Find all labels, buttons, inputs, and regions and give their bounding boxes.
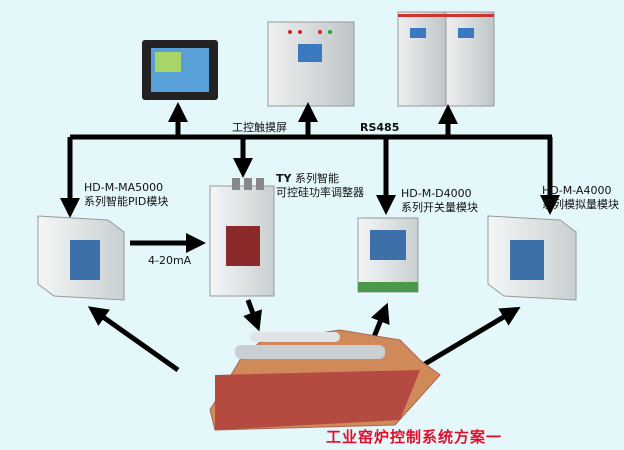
ty-line2: 可控硅功率调整器 [276,186,364,199]
ma5000-desc: 系列智能PID模块 [84,195,169,208]
touch-screen-label: 工控触摸屏 [232,121,287,134]
industrial-kiln [209,329,441,431]
pid-module-ma5000 [37,215,125,301]
diagram-title: 工业窑炉控制系统方案一 [326,428,503,446]
d4000-label: HD-M-D4000 系列开关量模块 [401,187,478,215]
d4000-desc: 系列开关量模块 [401,201,478,214]
rs485-bus [60,102,560,377]
digital-module-d4000 [357,217,419,293]
control-cabinet [267,21,355,107]
a4000-desc: 系列模拟量模块 [542,198,619,211]
ma5000-label: HD-M-MA5000 系列智能PID模块 [84,181,168,209]
large-cabinets [397,11,495,107]
d4000-model: HD-M-D4000 [401,187,472,200]
ma5000-model: HD-M-MA5000 [84,181,164,194]
analog-module-a4000 [487,215,577,301]
ty-power-regulator [209,178,275,297]
a4000-model: HD-M-A4000 [542,184,612,197]
ty-line1: 系列智能 [294,172,339,185]
a4000-label: HD-M-A4000 系列模拟量模块 [542,184,619,212]
signal-label: 4-20mA [148,254,192,267]
touch-screen-device [142,40,218,100]
ty-label: TY 系列智能 可控硅功率调整器 [276,172,364,200]
ty-model: TY [276,172,292,185]
rs485-label: RS485 [360,121,400,134]
